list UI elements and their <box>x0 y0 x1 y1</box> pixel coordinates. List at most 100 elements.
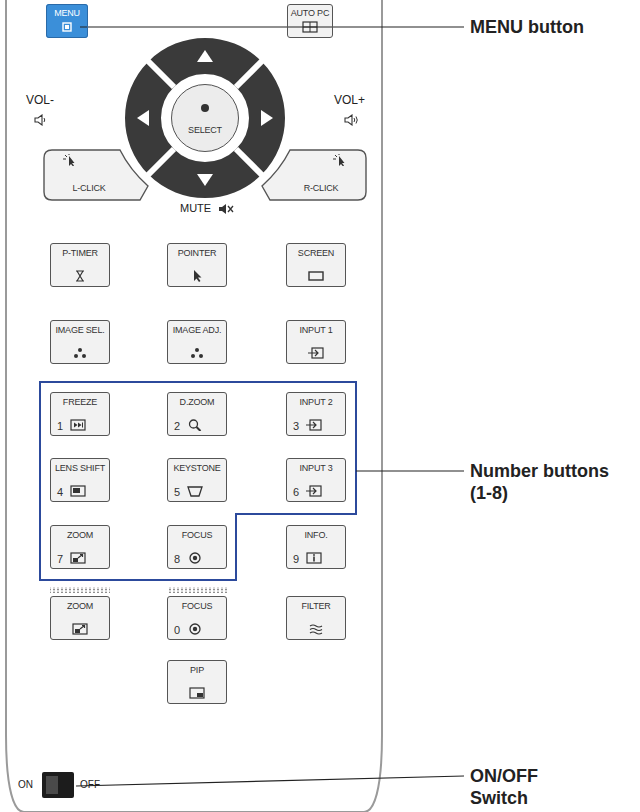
button-fill <box>167 660 227 704</box>
remote-button: FREEZE1 <box>50 392 110 436</box>
remote-button: FOCUS0 <box>167 596 227 640</box>
remote-button: R-CLICK <box>276 150 366 200</box>
remote-button: POINTER <box>167 243 227 287</box>
leader-line <box>76 776 464 786</box>
remote-button: FOCUS 8 <box>167 525 227 569</box>
zoom-icon <box>71 553 85 563</box>
remote-button: INPUT 36 <box>286 458 346 502</box>
printed-label: ON <box>18 779 33 791</box>
button-fill <box>50 458 110 502</box>
remote-button: ZOOM <box>50 596 110 640</box>
menu-icon <box>63 23 71 31</box>
button-label: FREEZE <box>63 397 97 408</box>
select-button: SELECT <box>171 84 239 152</box>
button-label: FOCUS <box>182 530 213 541</box>
focus-icon <box>190 624 200 634</box>
button-label: L-CLICK <box>72 183 105 194</box>
input-icon <box>306 486 321 496</box>
button-label: MENU <box>54 8 80 19</box>
button-number: 8 <box>174 553 180 566</box>
info-icon <box>307 553 321 563</box>
pip-icon <box>190 688 204 698</box>
button-number: 2 <box>174 420 180 433</box>
button-number: 4 <box>57 486 63 499</box>
filter-icon <box>310 625 322 634</box>
button-label: ZOOM <box>67 530 93 541</box>
ring-gap <box>146 59 174 87</box>
remote-button: INPUT 1 <box>286 320 346 364</box>
button-label: P-TIMER <box>62 248 98 259</box>
button-label: AUTO PC <box>291 8 329 19</box>
ring-gaps <box>146 59 264 177</box>
arrow-down <box>197 174 213 186</box>
button-label: POINTER <box>178 248 217 259</box>
remote-button: FILTER <box>286 596 346 640</box>
button-label: SELECT <box>188 125 222 136</box>
button-label: LENS SHIFT <box>55 463 105 474</box>
direction-ring <box>143 56 267 180</box>
button-label: SCREEN <box>298 248 334 259</box>
arrow-up <box>197 50 213 62</box>
button-label: INPUT 2 <box>300 397 333 408</box>
select-fill <box>171 84 239 152</box>
remote-button: IMAGE ADJ. <box>167 320 227 364</box>
callout-label: Number buttons (1-8) <box>470 460 630 504</box>
button-fill <box>167 458 227 502</box>
freeze-icon <box>71 420 85 430</box>
grip-ridges <box>167 587 227 593</box>
remote-button: D.ZOOM 2 <box>167 392 227 436</box>
button-fill <box>50 392 110 436</box>
switch-body <box>42 772 74 798</box>
click-icon <box>333 154 345 167</box>
ring-gap <box>236 59 264 87</box>
button-label: INFO. <box>305 530 328 541</box>
printed-label: MUTE <box>180 202 211 215</box>
button-fill <box>167 243 227 287</box>
switch-knob <box>46 776 58 794</box>
button-label: IMAGE SEL. <box>55 325 104 336</box>
focus-icon <box>190 553 200 563</box>
input-icon <box>306 420 321 430</box>
remote-button: AUTO PC <box>287 4 333 38</box>
ring-gap <box>146 149 174 177</box>
mute-icon <box>219 204 233 214</box>
button-number: 7 <box>57 553 63 566</box>
callout-label: MENU button <box>470 16 584 38</box>
button-label: INPUT 1 <box>300 325 333 336</box>
volume-icon <box>35 115 45 125</box>
group-outline <box>40 382 356 580</box>
remote-button: L-CLICK <box>44 150 134 200</box>
button-label: ZOOM <box>67 601 93 612</box>
click-icon <box>63 154 75 167</box>
remote-button: LENS SHIFT 4 <box>50 458 110 502</box>
menu-fill <box>46 4 88 38</box>
button-label: D.ZOOM <box>180 397 215 408</box>
button-icons <box>35 22 357 698</box>
volume-icon <box>345 115 357 125</box>
button-number: 9 <box>293 553 299 566</box>
arrow-left <box>137 110 149 126</box>
remote-button: P-TIMER <box>50 243 110 287</box>
button-fill <box>167 525 227 569</box>
button-label: R-CLICK <box>304 183 339 194</box>
leader-line <box>80 26 464 27</box>
remote-button: ZOOM 7 <box>50 525 110 569</box>
button-label: FILTER <box>301 601 330 612</box>
arrow-right <box>261 110 273 126</box>
input-icon <box>308 348 323 358</box>
remote-button: KEYSTONE5 <box>167 458 227 502</box>
remote-button: PIP <box>167 660 227 704</box>
button-fill <box>286 392 346 436</box>
button-number: 5 <box>174 486 180 499</box>
screen-icon <box>309 272 323 280</box>
button-label: FOCUS <box>182 601 213 612</box>
remote-button: MENU <box>46 4 88 38</box>
button-label: IMAGE ADJ. <box>173 325 222 336</box>
button-fill <box>50 525 110 569</box>
button-fill <box>286 525 346 569</box>
remote-button: IMAGE SEL. <box>50 320 110 364</box>
timer-icon <box>76 271 84 281</box>
image-icon <box>191 348 203 358</box>
zoom-icon <box>73 624 87 634</box>
image-icon <box>74 348 86 358</box>
